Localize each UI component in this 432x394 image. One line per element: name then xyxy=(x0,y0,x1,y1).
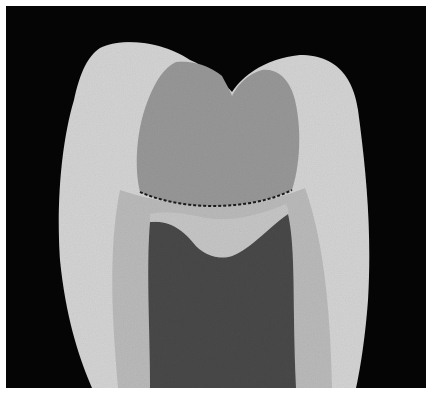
crown-region xyxy=(137,62,300,206)
